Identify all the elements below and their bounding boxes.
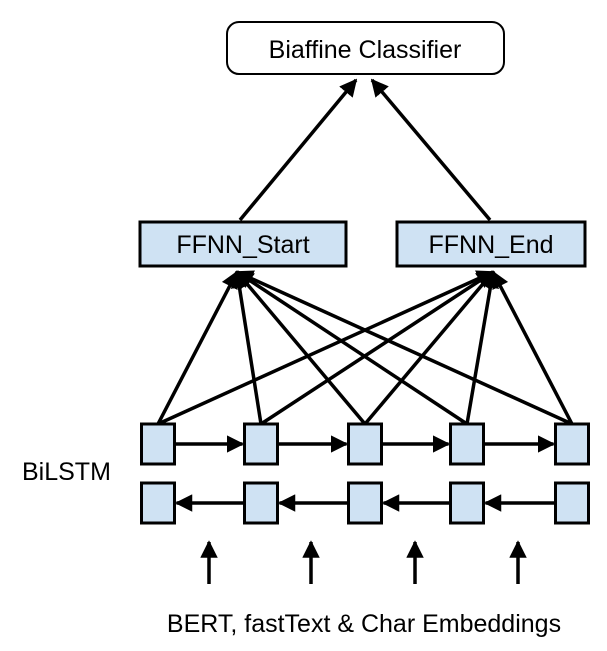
ffnn-start-node: FFNN_Start: [138, 220, 348, 268]
bilstm-forward-cell: [554, 422, 590, 466]
edge-cell-to-ffnn-start: [156, 270, 239, 425]
ffnn-start-label: FFNN_Start: [176, 231, 309, 259]
bilstm-forward-cell: [140, 422, 176, 466]
edge-cell-to-ffnn-start: [235, 270, 367, 426]
edge-cell-to-ffnn-end: [157, 270, 495, 426]
edge-end-to-classifier: [370, 78, 492, 222]
edge-cell-to-ffnn-end: [465, 270, 499, 425]
edge-cell-to-ffnn-end: [260, 270, 495, 426]
edge-cell-to-ffnn-start: [235, 270, 468, 426]
bilstm-backward-cell: [554, 481, 590, 525]
bilstm-forward-cell: [449, 422, 485, 466]
bilstm-forward-cell: [243, 422, 279, 466]
bilstm-forward-cell: [347, 422, 383, 466]
edge-cell-to-ffnn-start: [235, 270, 573, 426]
biaffine-classifier-label: Biaffine Classifier: [269, 36, 462, 64]
bilstm-backward-cell: [243, 481, 279, 525]
bilstm-label: BiLSTM: [22, 458, 111, 486]
bilstm-backward-cell: [140, 481, 176, 525]
ffnn-end-label: FFNN_End: [428, 231, 553, 259]
edge-cell-to-ffnn-start: [230, 270, 263, 425]
edge-cell-to-ffnn-end: [363, 270, 495, 426]
edge-cell-to-ffnn-end: [491, 270, 574, 425]
embeddings-label: BERT, fastText & Char Embeddings: [167, 610, 561, 638]
ffnn-end-node: FFNN_End: [395, 220, 587, 268]
biaffine-classifier-node: Biaffine Classifier: [226, 21, 505, 75]
bilstm-backward-cell: [347, 481, 383, 525]
bilstm-backward-cell: [449, 481, 485, 525]
edge-start-to-classifier: [238, 78, 358, 222]
